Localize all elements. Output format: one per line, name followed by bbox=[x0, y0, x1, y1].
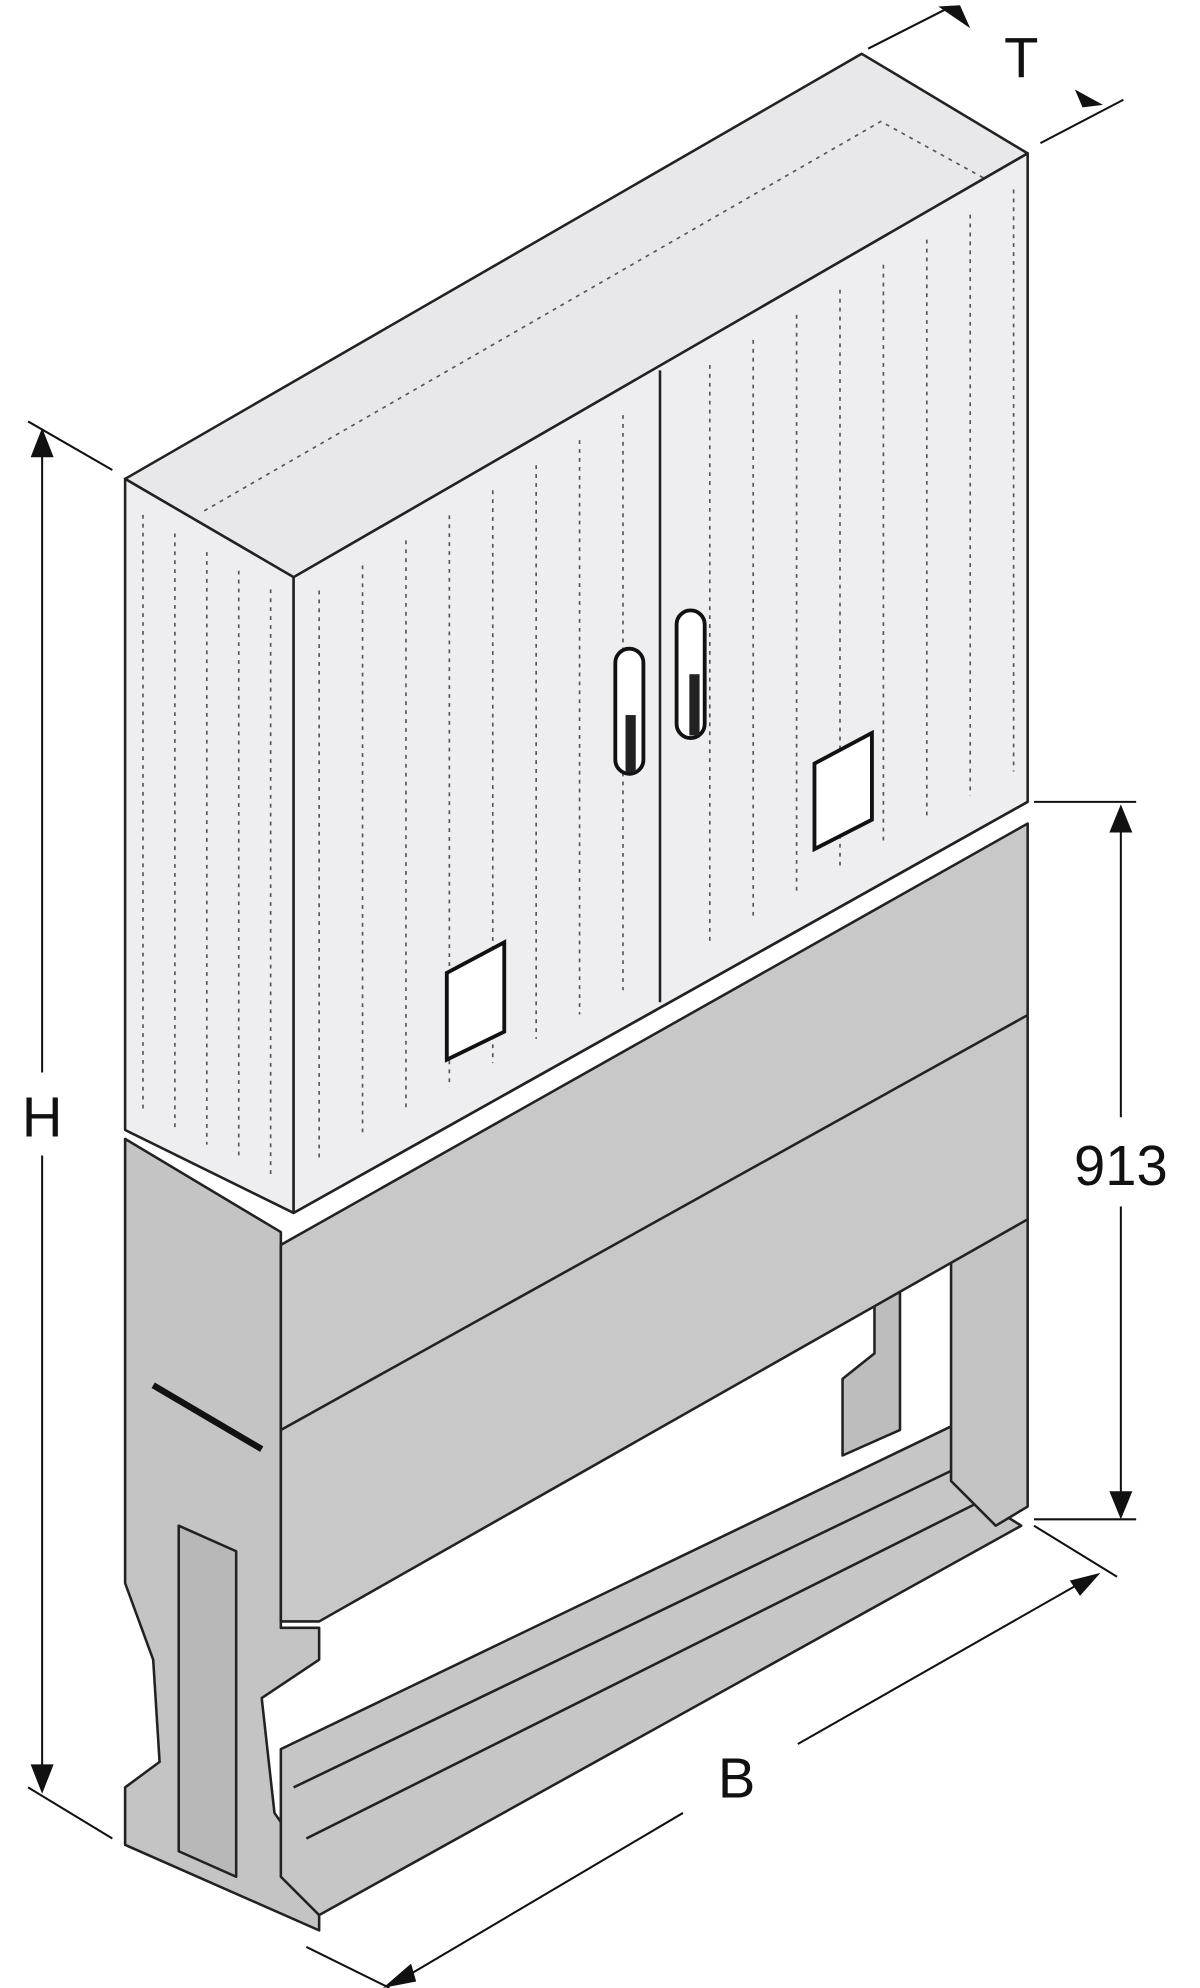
plinth-left-slot bbox=[177, 1524, 238, 1879]
plinth-right-leg bbox=[949, 1218, 1029, 1527]
dimension-depth: T bbox=[867, 5, 1124, 145]
width-label: B bbox=[718, 1747, 755, 1810]
door-window-right bbox=[812, 729, 874, 853]
dimension-height: H bbox=[22, 420, 113, 1840]
door-window-left bbox=[444, 939, 507, 1063]
door-handle-left[interactable] bbox=[613, 646, 646, 776]
height-label: H bbox=[22, 1085, 63, 1148]
cabinet-body bbox=[123, 52, 1029, 1215]
depth-label: T bbox=[1004, 26, 1038, 89]
dimension-width: B bbox=[305, 1524, 1118, 1988]
base-height-label: 913 bbox=[1074, 1134, 1168, 1197]
cabinet-left-side bbox=[123, 477, 295, 1215]
plinth bbox=[123, 822, 1029, 1932]
dimension-base-height: 913 bbox=[1034, 800, 1168, 1521]
plinth-slot-mark bbox=[151, 1382, 264, 1452]
